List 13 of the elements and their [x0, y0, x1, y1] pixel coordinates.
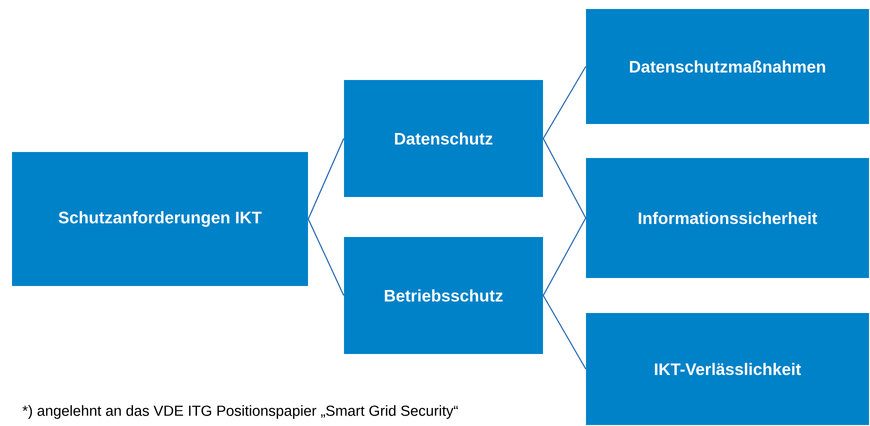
- process-box: Schutzanforderungen IKT: [12, 152, 308, 286]
- process-box: Datenschutz: [344, 80, 543, 197]
- connector-line: [308, 138, 344, 220]
- connector-line: [542, 218, 586, 296]
- footnote: *) angelehnt an das VDE ITG Positionspapier „Smart Grid Security“: [22, 405, 458, 419]
- process-box: Betriebsschutz: [344, 237, 543, 354]
- process-box: IKT-Verlässlichkeit: [586, 313, 869, 425]
- process-box: Datenschutzmaßnahmen: [586, 9, 869, 124]
- process-box: Informationssicherheit: [586, 158, 869, 278]
- connector-line: [542, 138, 586, 218]
- connector-line: [542, 295, 586, 370]
- connector-line: [542, 66, 586, 139]
- connector-line: [308, 218, 344, 296]
